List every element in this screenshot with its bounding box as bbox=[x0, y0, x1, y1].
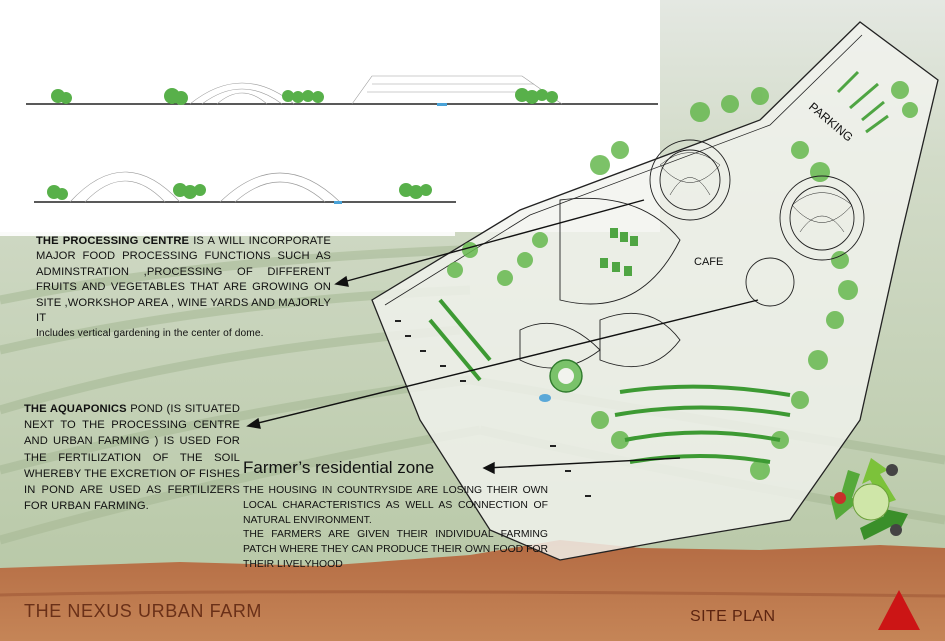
cafe-label: CAFE bbox=[694, 256, 723, 268]
farmer-zone-text: THE HOUSING IN COUNTRYSIDE ARE LOSING TH… bbox=[243, 484, 548, 573]
recycle-logo bbox=[830, 458, 908, 540]
text-backdrop bbox=[0, 118, 455, 236]
north-marker-icon bbox=[878, 590, 920, 630]
fish-icon bbox=[886, 464, 898, 476]
aquaponics-text: THE AQUAPONICS POND (IS SITUATED NEXT TO… bbox=[24, 401, 240, 514]
side-elevation-drawing bbox=[34, 171, 456, 204]
farmer-zone-body-2: THE FARMERS ARE GIVEN THEIR INDIVIDUAL F… bbox=[243, 529, 548, 570]
sheet-title: SITE PLAN bbox=[690, 608, 776, 625]
farmer-zone-heading: Farmer’s residential zone bbox=[243, 458, 435, 477]
processing-centre-heading: THE PROCESSING CENTRE bbox=[36, 235, 190, 247]
aquaponics-body: POND (IS SITUATED NEXT TO THE PROCESSING… bbox=[24, 403, 240, 513]
plant-icon bbox=[834, 492, 846, 504]
project-title: THE NEXUS URBAN FARM bbox=[24, 601, 263, 621]
processing-centre-body: IS A WILL INCORPORATE MAJOR FOOD PROCESS… bbox=[36, 235, 331, 325]
house-icon bbox=[890, 524, 902, 536]
aquaponics-heading: THE AQUAPONICS bbox=[24, 403, 127, 415]
processing-centre-text: THE PROCESSING CENTRE IS A WILL INCORPOR… bbox=[36, 234, 331, 342]
front-elevation-drawing bbox=[26, 75, 658, 106]
farmer-zone-body-1: THE HOUSING IN COUNTRYSIDE ARE LOSING TH… bbox=[243, 485, 548, 526]
processing-centre-tail: Includes vertical gardening in the cente… bbox=[36, 328, 264, 340]
globe-icon bbox=[852, 483, 890, 521]
